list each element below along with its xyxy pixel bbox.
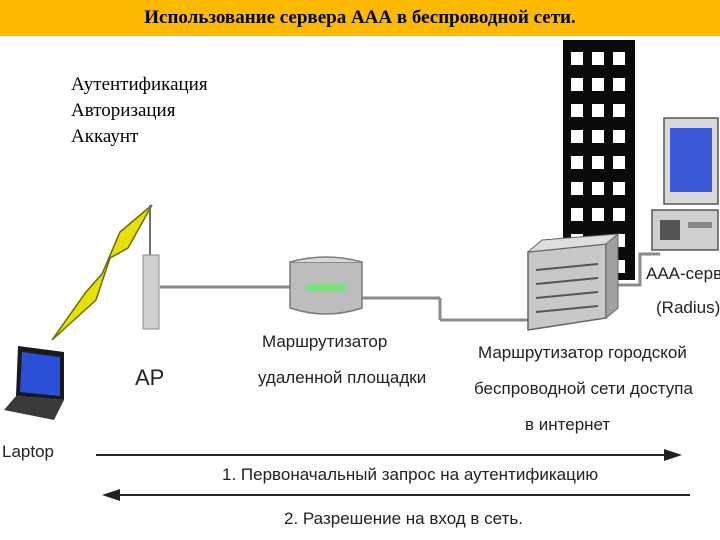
city-router-label-line1: Маршрутизатор городской <box>478 343 687 362</box>
page-title: Использование сервера ААА в беспроводной… <box>144 7 576 28</box>
flow-label-request: 1. Первоначальный запрос на аутентификац… <box>222 465 598 484</box>
aaa-server-label-line2: (Radius) <box>656 298 720 317</box>
aaa-item-accounting: Аккаунт <box>71 126 139 147</box>
city-router-label-line3: в интернет <box>525 415 610 434</box>
remote-router-label-line1: Маршрутизатор <box>262 332 387 351</box>
city-router-icon <box>526 232 620 331</box>
flow-arrow-request <box>96 449 682 461</box>
flow-arrow-permission <box>102 489 690 501</box>
laptop-icon <box>4 346 64 420</box>
aaa-item-authentication: Аутентификация <box>71 74 208 95</box>
aaa-item-authorization: Авторизация <box>71 100 176 121</box>
aaa-list: Аутентификация Авторизация Аккаунт <box>71 72 208 150</box>
remote-router-icon <box>289 256 363 315</box>
city-router-label-line2: беспроводной сети доступа <box>474 379 693 398</box>
wireless-signal-icon <box>51 204 153 341</box>
remote-router-label-line2: удаленной площадки <box>258 368 426 387</box>
title-bar <box>0 0 720 36</box>
network-links <box>160 252 660 322</box>
ap-label: AP <box>135 365 164 390</box>
aaa-server-label-line1: AAA-сервер <box>646 264 720 283</box>
laptop-label: Laptop <box>2 442 54 461</box>
flow-label-permission: 2. Разрешение на вход в сеть. <box>284 509 523 528</box>
aaa-server-icon <box>651 117 719 251</box>
access-point-icon <box>142 205 160 330</box>
